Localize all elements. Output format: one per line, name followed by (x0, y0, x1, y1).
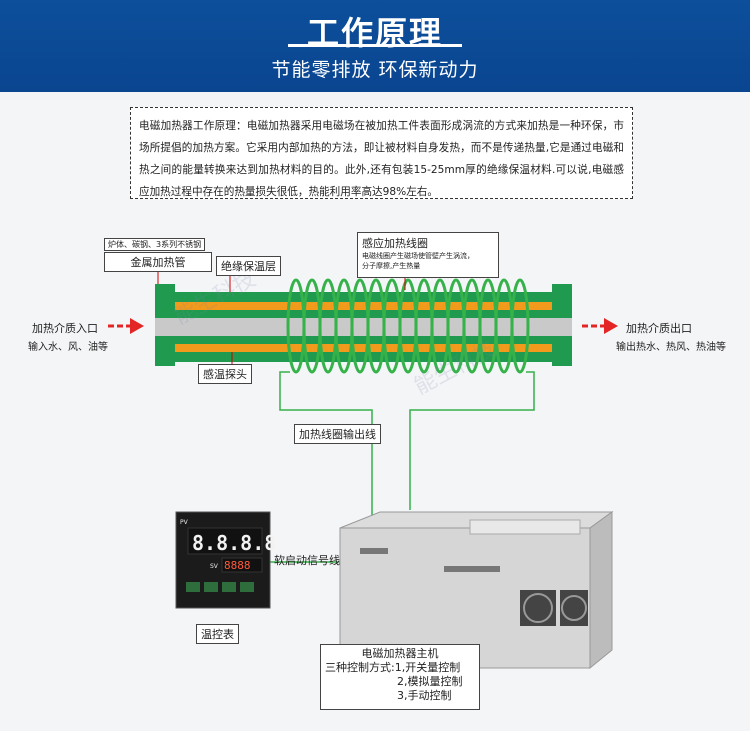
pipe-wall-bottom (175, 336, 552, 344)
heater-host-unit (339, 511, 614, 670)
pipe-outer-bottom (175, 352, 552, 362)
host-line-3: 3,手动控制 (397, 689, 452, 702)
sv-value: 8888 (224, 559, 251, 572)
sv-label: SV (210, 563, 219, 570)
coil-lead-right (409, 371, 535, 510)
pipe-wall-top (175, 310, 552, 318)
inlet-arrow (108, 318, 144, 334)
coil-label-box: 感应加热线圈 电磁线圈产生磁场使管壁产生涡流， 分子摩擦,产生热量 (357, 232, 499, 278)
pipe-outer-top (175, 292, 552, 302)
coil-lead-left (279, 371, 373, 520)
description-box: 电磁加热器工作原理：电磁加热器采用电磁场在被加热工件表面形成涡流的方式来加热是一… (130, 107, 633, 199)
soft-start-label: 软启动信号线 (274, 554, 340, 567)
host-line-2: 2,模拟量控制 (397, 675, 463, 688)
pipe-insulation-top (175, 302, 552, 310)
pipe-core (155, 318, 572, 336)
coil-output-label: 加热线圈输出线 (294, 424, 381, 444)
outlet-title: 加热介质出口 (626, 322, 692, 335)
sensor-label: 感温探头 (198, 364, 252, 384)
outlet-desc: 输出热水、热风、热油等 (616, 342, 726, 353)
header-banner: 工作原理 节能零排放 环保新动力 (0, 0, 750, 92)
pv-label: PV (180, 519, 189, 526)
coil-desc-1: 电磁线圈产生磁场使管壁产生涡流， (362, 252, 474, 260)
temperature-controller-device (175, 511, 271, 609)
host-line-1: 三种控制方式:1,开关量控制 (325, 661, 461, 674)
title-divider (288, 44, 462, 47)
insulation-label: 绝缘保温层 (216, 256, 281, 276)
outlet-arrow (582, 318, 618, 334)
host-title: 电磁加热器主机 (361, 647, 439, 660)
metal-pipe-label: 金属加热管 (104, 252, 212, 272)
coil-title: 感应加热线圈 (362, 237, 428, 250)
inlet-title: 加热介质入口 (32, 322, 98, 335)
inlet-desc: 输入水、风、油等 (28, 342, 108, 353)
coil-desc-2: 分子摩擦,产生热量 (362, 262, 421, 270)
pipe-materials-label: 炉体、碳钢、3系列不锈钢 (104, 238, 206, 251)
pipe-insulation-bottom (175, 344, 552, 352)
pv-value: 8.8.8.8 (192, 531, 276, 555)
controller-label: 温控表 (196, 624, 239, 644)
induction-coil (286, 278, 530, 374)
page-subtitle: 节能零排放 环保新动力 (271, 59, 479, 81)
host-label-box: 电磁加热器主机 三种控制方式:1,开关量控制 2,模拟量控制 3,手动控制 (320, 644, 480, 710)
